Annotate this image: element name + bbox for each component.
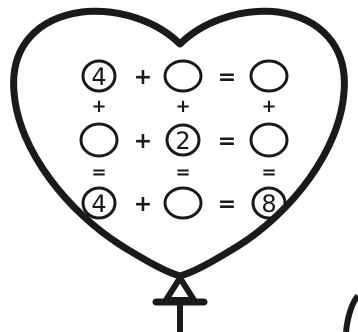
plus-sign: + [175, 96, 190, 117]
number-cell[interactable] [251, 124, 287, 156]
column-operators-1: + + + [91, 96, 276, 117]
row-2: + 2 = [81, 124, 287, 156]
equals-sign: = [175, 162, 190, 183]
number-cell[interactable] [165, 61, 201, 91]
next-balloon-edge [346, 296, 358, 332]
equals-sign: = [261, 162, 276, 183]
equals-sign: = [218, 65, 236, 90]
plus-sign: + [91, 96, 106, 117]
balloon-knot [166, 278, 194, 300]
number-cell[interactable] [81, 124, 117, 156]
column-operators-2: = = = [91, 162, 276, 183]
plus-sign: + [134, 65, 152, 90]
plus-sign: + [134, 192, 152, 217]
equals-sign: = [91, 162, 106, 183]
plus-sign: + [134, 129, 152, 154]
cell-value: 4 [91, 63, 106, 91]
row-3: 4 + = 8 [83, 188, 285, 218]
cell-value: 2 [175, 127, 190, 155]
cell-value: 4 [91, 190, 106, 218]
plus-sign: + [261, 96, 276, 117]
equals-sign: = [218, 192, 236, 217]
equals-sign: = [218, 129, 236, 154]
cell-value: 8 [261, 190, 276, 218]
number-cell[interactable] [165, 188, 201, 218]
row-1: 4 + = [83, 61, 287, 91]
number-cell[interactable] [251, 61, 287, 91]
